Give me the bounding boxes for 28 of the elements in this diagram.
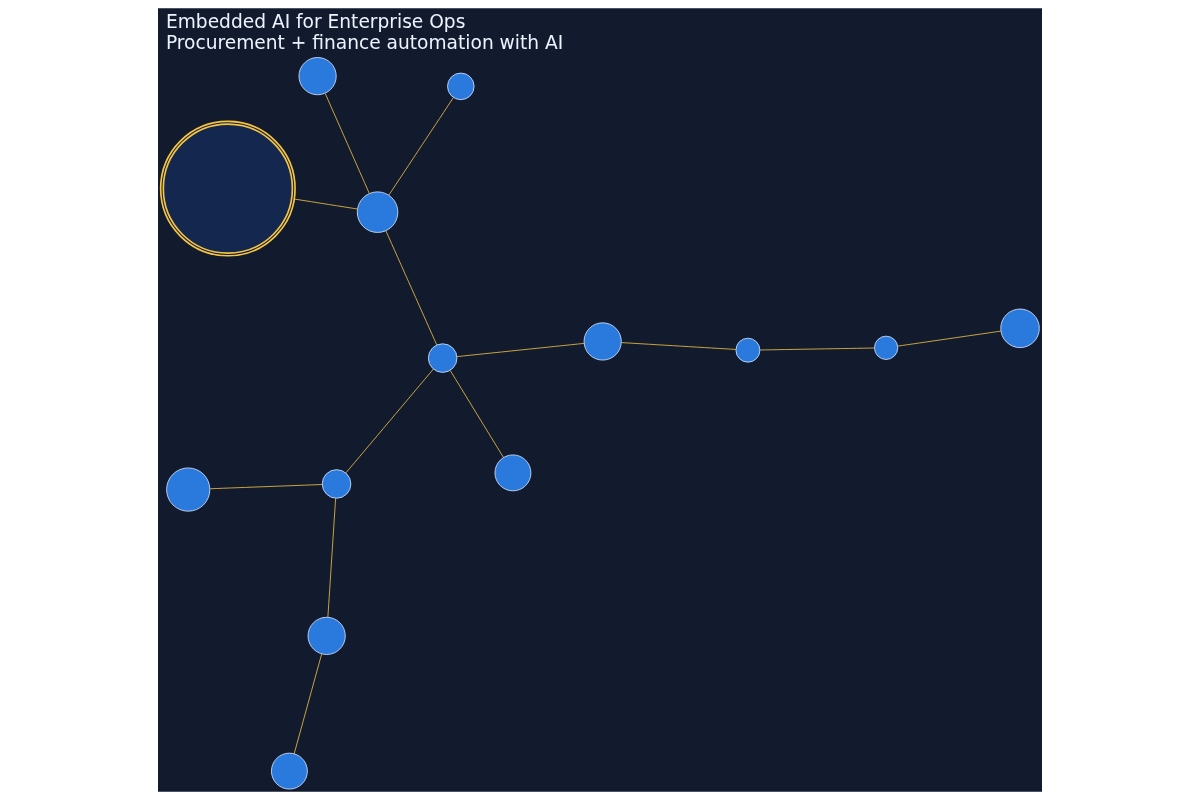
diagram-title: Embedded AI for Enterprise Ops: [165, 11, 466, 33]
node-circle: [447, 72, 475, 101]
connector: [897, 330, 1002, 347]
connector: [388, 97, 454, 196]
connector: [385, 230, 438, 346]
connector: [449, 370, 504, 458]
node-circle: [583, 322, 622, 361]
connector: [294, 198, 358, 210]
connector: [327, 498, 336, 618]
node-circle: [1000, 308, 1040, 348]
connector: [620, 342, 737, 350]
connector: [324, 92, 370, 194]
node-circle: [271, 752, 308, 790]
node-circle: [874, 335, 899, 360]
node-circle: [307, 616, 346, 655]
node-circle: [166, 467, 211, 512]
connector: [293, 653, 323, 754]
node-circle: [356, 191, 399, 233]
node-circle: [735, 337, 761, 363]
connector: [209, 484, 323, 490]
connector: [345, 368, 434, 474]
caption: Procurement + finance automation with AI: [165, 32, 564, 54]
connector: [456, 343, 585, 357]
node-circle: [494, 454, 532, 492]
node-circle: [298, 57, 337, 96]
node-circle: [427, 343, 458, 373]
node-circle: [321, 469, 352, 499]
connector: [759, 347, 875, 351]
